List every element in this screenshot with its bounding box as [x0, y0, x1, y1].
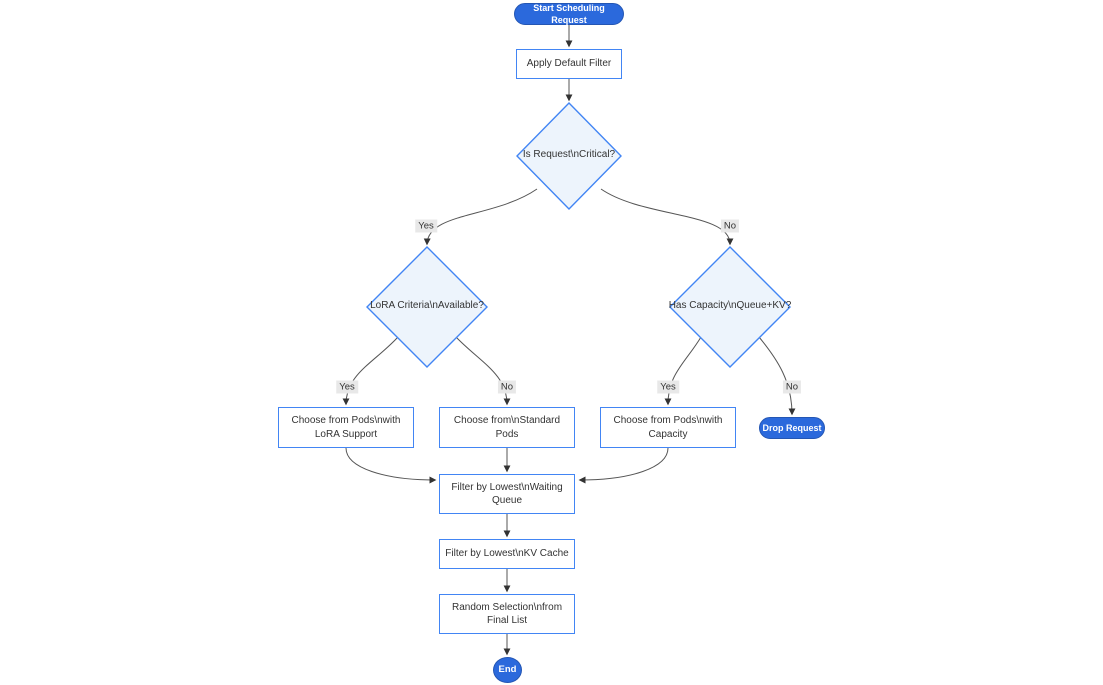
node-filter-kv-cache: Filter by Lowest\nKV Cache	[439, 539, 575, 569]
decision-shape-has-capacity	[669, 246, 791, 368]
decision-shape-is-critical	[516, 102, 622, 210]
edge-label-critical-no: No	[720, 219, 740, 233]
edge-capacity-yes-to-choose-capacity	[664, 336, 702, 406]
edge-choose-lora-to-filter-queue	[345, 447, 437, 484]
edge-label-capacity-yes: Yes	[657, 380, 679, 394]
node-apply-default-filter: Apply Default Filter	[516, 49, 622, 79]
edge-label-critical-yes: Yes	[415, 219, 437, 233]
edge-choose-capacity-to-filter-queue	[578, 447, 669, 484]
node-end: End	[493, 657, 522, 683]
edge-label-lora-yes: Yes	[336, 380, 358, 394]
edge-label-capacity-no: No	[782, 380, 802, 394]
node-choose-pods-capacity: Choose from Pods\nwith Capacity	[600, 407, 736, 448]
node-choose-standard-pods: Choose from\nStandard Pods	[439, 407, 575, 448]
edge-lora-no-to-choose-standard	[455, 336, 511, 406]
node-random-selection: Random Selection\nfrom Final List	[439, 594, 575, 634]
edge-is-critical-no-to-capacity	[600, 188, 734, 246]
decision-has-capacity-label: Has Capacity\nQueue+KV?	[668, 300, 792, 311]
edge-label-lora-no: No	[497, 380, 517, 394]
edge-capacity-no-to-drop	[758, 336, 796, 416]
decision-shape-lora-criteria	[366, 246, 488, 368]
decision-lora-criteria-label: LoRA Criteria\nAvailable?	[370, 300, 484, 311]
node-filter-waiting-queue: Filter by Lowest\nWaiting Queue	[439, 474, 575, 514]
node-start: Start Scheduling Request	[514, 3, 624, 25]
node-choose-pods-lora: Choose from Pods\nwith LoRA Support	[278, 407, 414, 448]
decision-is-request-critical-label: Is Request\nCritical?	[522, 149, 616, 160]
edge-lora-yes-to-choose-lora	[342, 336, 399, 406]
edge-is-critical-yes-to-lora	[423, 188, 538, 246]
node-drop-request: Drop Request	[759, 417, 825, 439]
